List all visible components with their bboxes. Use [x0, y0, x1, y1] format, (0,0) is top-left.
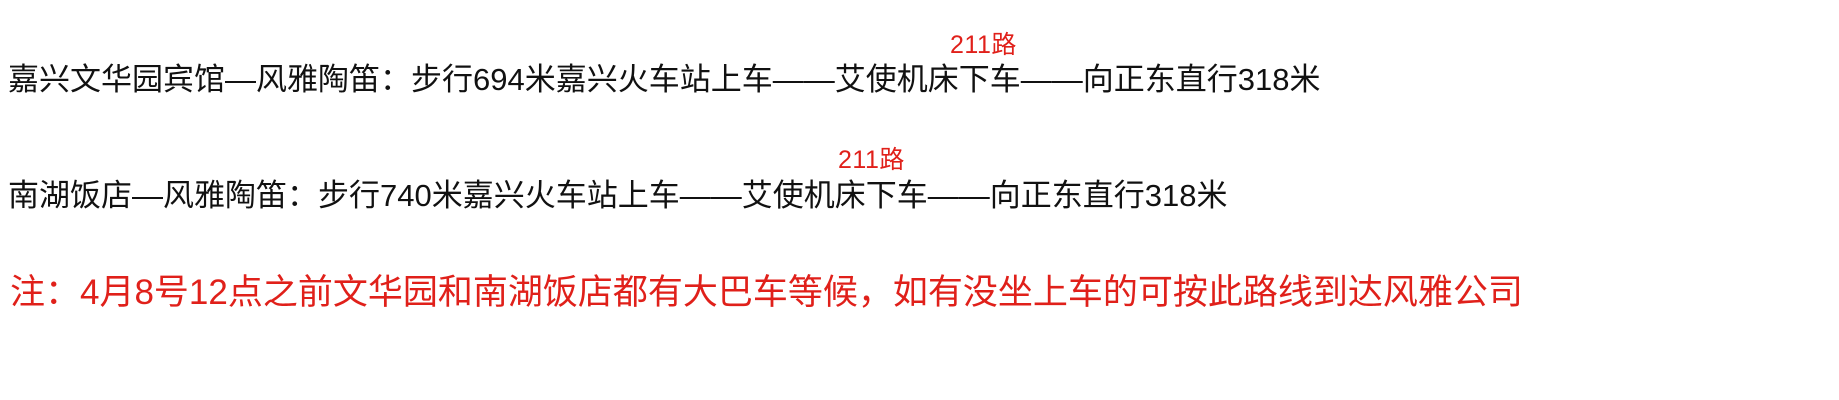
bus-route-badge-1: 211路 [950, 31, 1017, 59]
bus-route-badge-2: 211路 [838, 146, 905, 174]
route-instruction-line-2: 南湖饭店—风雅陶笛：步行740米嘉兴火车站上车——艾使机床下车——向正东直行31… [8, 178, 1228, 213]
route-instruction-line-1: 嘉兴文华园宾馆—风雅陶笛：步行694米嘉兴火车站上车——艾使机床下车——向正东直… [8, 62, 1321, 97]
bottom-note-text: 注：4月8号12点之前文华园和南湖饭店都有大巴车等候，如有没坐上车的可按此路线到… [10, 273, 1523, 312]
